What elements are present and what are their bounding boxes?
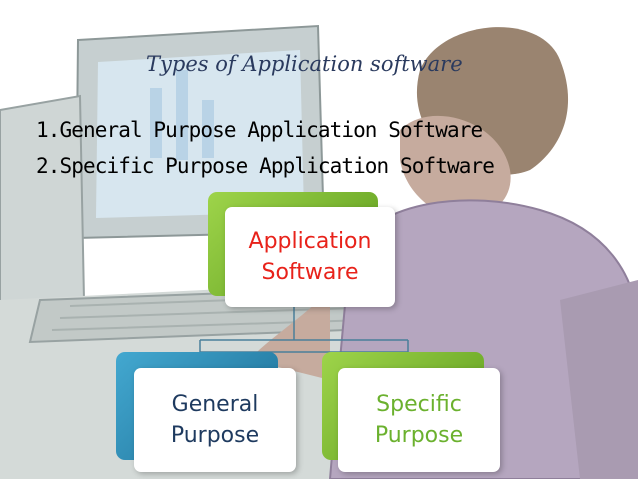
child-node-general-purpose: General Purpose — [134, 368, 296, 472]
general-node-line1: General — [171, 392, 259, 417]
specific-node-line1: Specific — [376, 392, 462, 417]
list-item-general-purpose: 1.General Purpose Application Software — [36, 118, 483, 142]
screen-bar — [176, 70, 188, 160]
slide-title: Types of Application software — [146, 52, 463, 76]
root-node-line2: Software — [261, 260, 359, 285]
connector-line — [199, 307, 409, 353]
general-node-line2: Purpose — [170, 423, 260, 448]
list-item-specific-purpose: 2.Specific Purpose Application Software — [36, 154, 495, 178]
screen-bar — [150, 88, 162, 158]
chair — [560, 280, 638, 479]
monitor-screen — [96, 50, 304, 218]
root-node-line1: Application — [248, 229, 372, 254]
person-face — [400, 115, 511, 219]
child-node-specific-purpose: Specific Purpose — [338, 368, 500, 472]
specific-node-line2: Purpose — [374, 423, 464, 448]
root-node-application-software: Application Software — [225, 207, 395, 307]
screen-bar — [202, 100, 214, 158]
